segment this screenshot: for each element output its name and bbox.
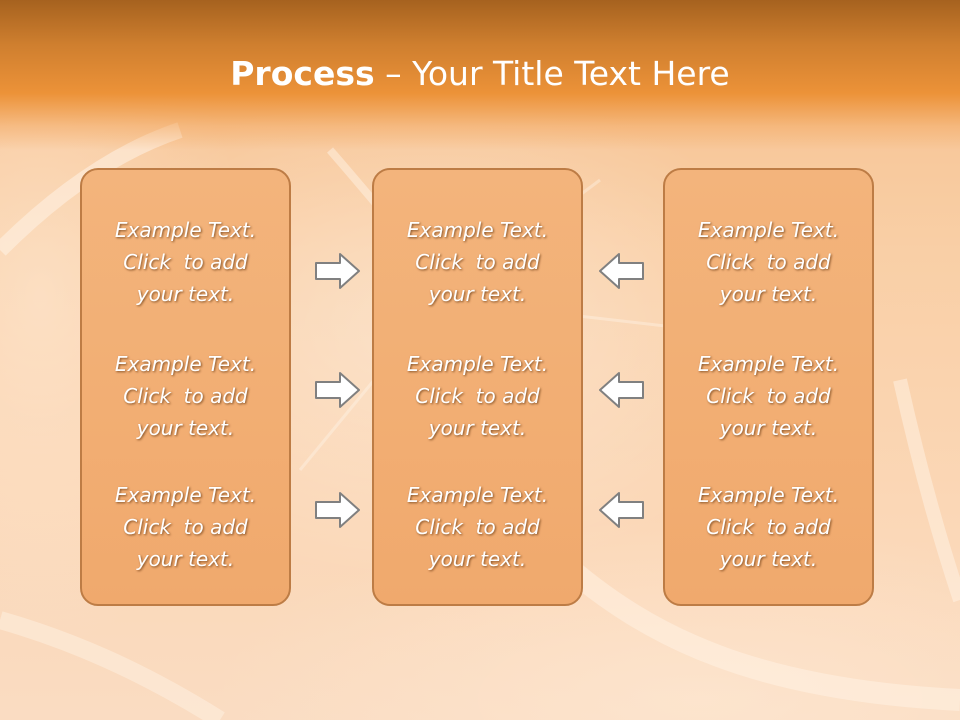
text-line: your text. [428, 282, 527, 306]
text-line: Example Text. [406, 483, 549, 507]
text-placeholder[interactable]: Example Text. Click to add your text. [82, 214, 289, 310]
text-line: your text. [428, 416, 527, 440]
text-placeholder[interactable]: Example Text. Click to add your text. [82, 479, 289, 575]
text-line: your text. [428, 547, 527, 571]
title-bar [0, 0, 960, 150]
text-line: Example Text. [114, 218, 257, 242]
text-line: Example Text. [114, 483, 257, 507]
text-line: Click to add [706, 384, 831, 408]
text-line: Example Text. [406, 352, 549, 376]
text-line: Example Text. [697, 352, 840, 376]
text-line: your text. [136, 282, 235, 306]
text-line: your text. [136, 416, 235, 440]
text-line: your text. [136, 547, 235, 571]
text-placeholder[interactable]: Example Text. Click to add your text. [665, 348, 872, 444]
arrow-right-icon[interactable] [314, 251, 362, 291]
text-placeholder[interactable]: Example Text. Click to add your text. [374, 214, 581, 310]
text-placeholder[interactable]: Example Text. Click to add your text. [374, 479, 581, 575]
text-line: Example Text. [406, 218, 549, 242]
page-title[interactable]: Process – Your Title Text Here [0, 52, 960, 96]
arrow-right-icon[interactable] [314, 370, 362, 410]
text-placeholder[interactable]: Example Text. Click to add your text. [374, 348, 581, 444]
text-line: your text. [719, 282, 818, 306]
arrow-left-icon[interactable] [597, 251, 645, 291]
text-line: your text. [719, 416, 818, 440]
process-box-right[interactable]: Example Text. Click to add your text. Ex… [663, 168, 874, 606]
text-line: Click to add [706, 250, 831, 274]
text-line: Example Text. [114, 352, 257, 376]
text-line: Example Text. [697, 218, 840, 242]
process-box-left[interactable]: Example Text. Click to add your text. Ex… [80, 168, 291, 606]
title-bold: Process [230, 54, 375, 93]
text-line: Click to add [123, 384, 248, 408]
text-line: Click to add [706, 515, 831, 539]
text-line: your text. [719, 547, 818, 571]
title-rest: – Your Title Text Here [374, 54, 730, 93]
process-box-center[interactable]: Example Text. Click to add your text. Ex… [372, 168, 583, 606]
text-placeholder[interactable]: Example Text. Click to add your text. [665, 479, 872, 575]
text-line: Click to add [415, 384, 540, 408]
text-line: Click to add [415, 515, 540, 539]
text-line: Click to add [415, 250, 540, 274]
arrow-left-icon[interactable] [597, 370, 645, 410]
text-line: Example Text. [697, 483, 840, 507]
text-line: Click to add [123, 250, 248, 274]
text-placeholder[interactable]: Example Text. Click to add your text. [665, 214, 872, 310]
text-placeholder[interactable]: Example Text. Click to add your text. [82, 348, 289, 444]
arrow-right-icon[interactable] [314, 490, 362, 530]
text-line: Click to add [123, 515, 248, 539]
arrow-left-icon[interactable] [597, 490, 645, 530]
